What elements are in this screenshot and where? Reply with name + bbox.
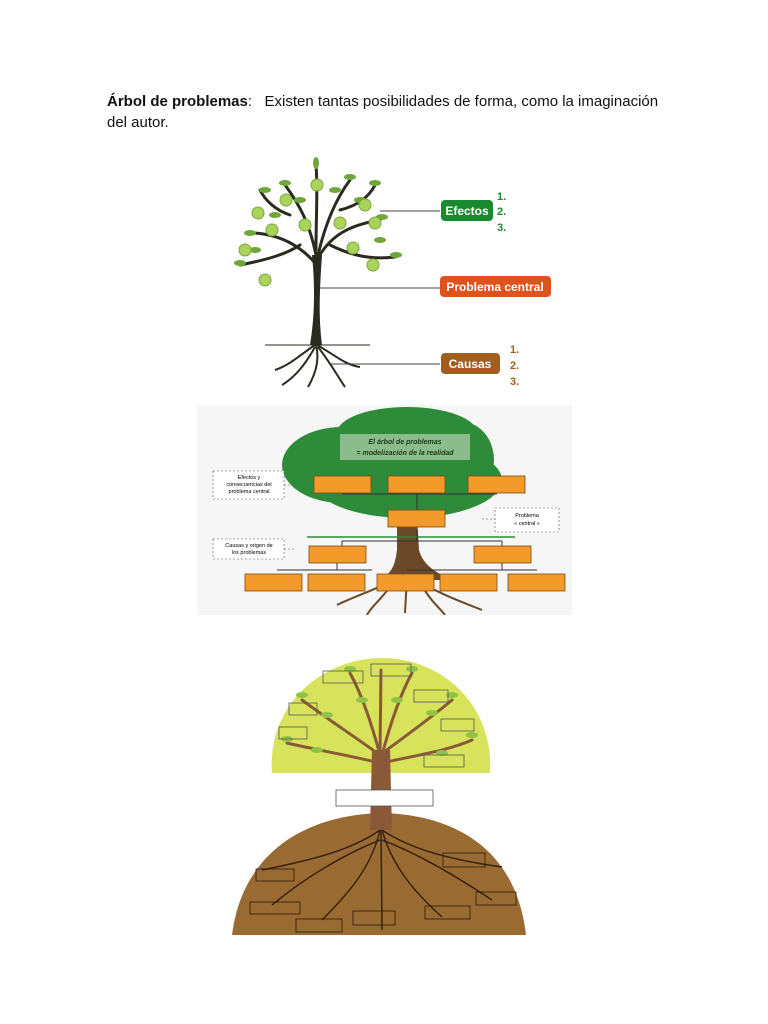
blank-box <box>475 891 517 906</box>
effects-item: 1. <box>497 191 506 203</box>
cause-box <box>439 573 498 592</box>
central-blank-box <box>335 789 434 807</box>
cause-box <box>507 573 566 592</box>
effect-box <box>467 475 526 494</box>
causes-item: 1. <box>510 344 519 356</box>
central-box <box>387 509 446 528</box>
blank-box <box>440 718 475 732</box>
blank-box <box>424 905 471 920</box>
causes-item: 2. <box>510 360 519 372</box>
effects-note: Efectos y consecuencias del problema cen… <box>212 470 294 500</box>
effect-box <box>387 475 446 494</box>
cause-box <box>473 545 532 564</box>
causes-note: Causas y origen de los problemas <box>212 538 294 560</box>
blank-box <box>322 670 364 684</box>
causes-item: 3. <box>510 376 519 388</box>
figure-problem-tree-model: El árbol de problemas = modelización de … <box>197 405 572 615</box>
blank-box <box>288 702 318 716</box>
blank-box <box>255 868 295 882</box>
svg-text:Efectos: Efectos <box>445 204 489 218</box>
effect-box <box>313 475 372 494</box>
svg-text:problema central: problema central <box>229 489 270 495</box>
svg-text:Problema central: Problema central <box>446 280 543 294</box>
cause-box <box>308 545 367 564</box>
svg-text:Causas: Causas <box>449 357 492 371</box>
intro-title: Árbol de problemas <box>107 93 248 110</box>
cause-box <box>244 573 303 592</box>
svg-text:los problemas: los problemas <box>232 550 266 556</box>
blank-box <box>370 663 412 677</box>
svg-text:Causas y origen de: Causas y origen de <box>225 543 272 549</box>
cause-box <box>376 573 435 592</box>
blank-box <box>352 910 396 926</box>
svg-text:« central »: « central » <box>514 521 540 527</box>
figure-tree-labels: Efectos 1. 2. 3. Problema central Causas… <box>234 157 551 388</box>
svg-text:Efectos y: Efectos y <box>238 475 261 481</box>
blank-box <box>295 918 343 933</box>
intro-paragraph: Árbol de problemas: Existen tantas posib… <box>107 93 659 131</box>
model-title-line1: El árbol de problemas <box>368 439 441 446</box>
svg-text:consecuencias del: consecuencias del <box>226 482 271 488</box>
cause-box <box>307 573 366 592</box>
effects-item: 3. <box>497 222 506 234</box>
blank-box <box>249 901 301 915</box>
blank-box <box>423 754 465 768</box>
blank-box <box>278 726 308 740</box>
effects-item: 2. <box>497 206 506 218</box>
blank-box <box>413 689 449 703</box>
central-note: Problema « central » <box>482 507 560 533</box>
causes-label: Causas <box>441 353 500 374</box>
figure-tree-hill <box>232 658 526 935</box>
svg-text:Problema: Problema <box>515 513 539 519</box>
central-problem-label: Problema central <box>440 276 551 297</box>
intro-text: Existen tantas posibilidades de forma, c… <box>107 93 659 131</box>
model-title-line2: = modelización de la realidad <box>356 450 454 457</box>
ground <box>232 813 526 935</box>
blank-box <box>442 852 486 868</box>
effects-label: Efectos <box>441 200 493 221</box>
